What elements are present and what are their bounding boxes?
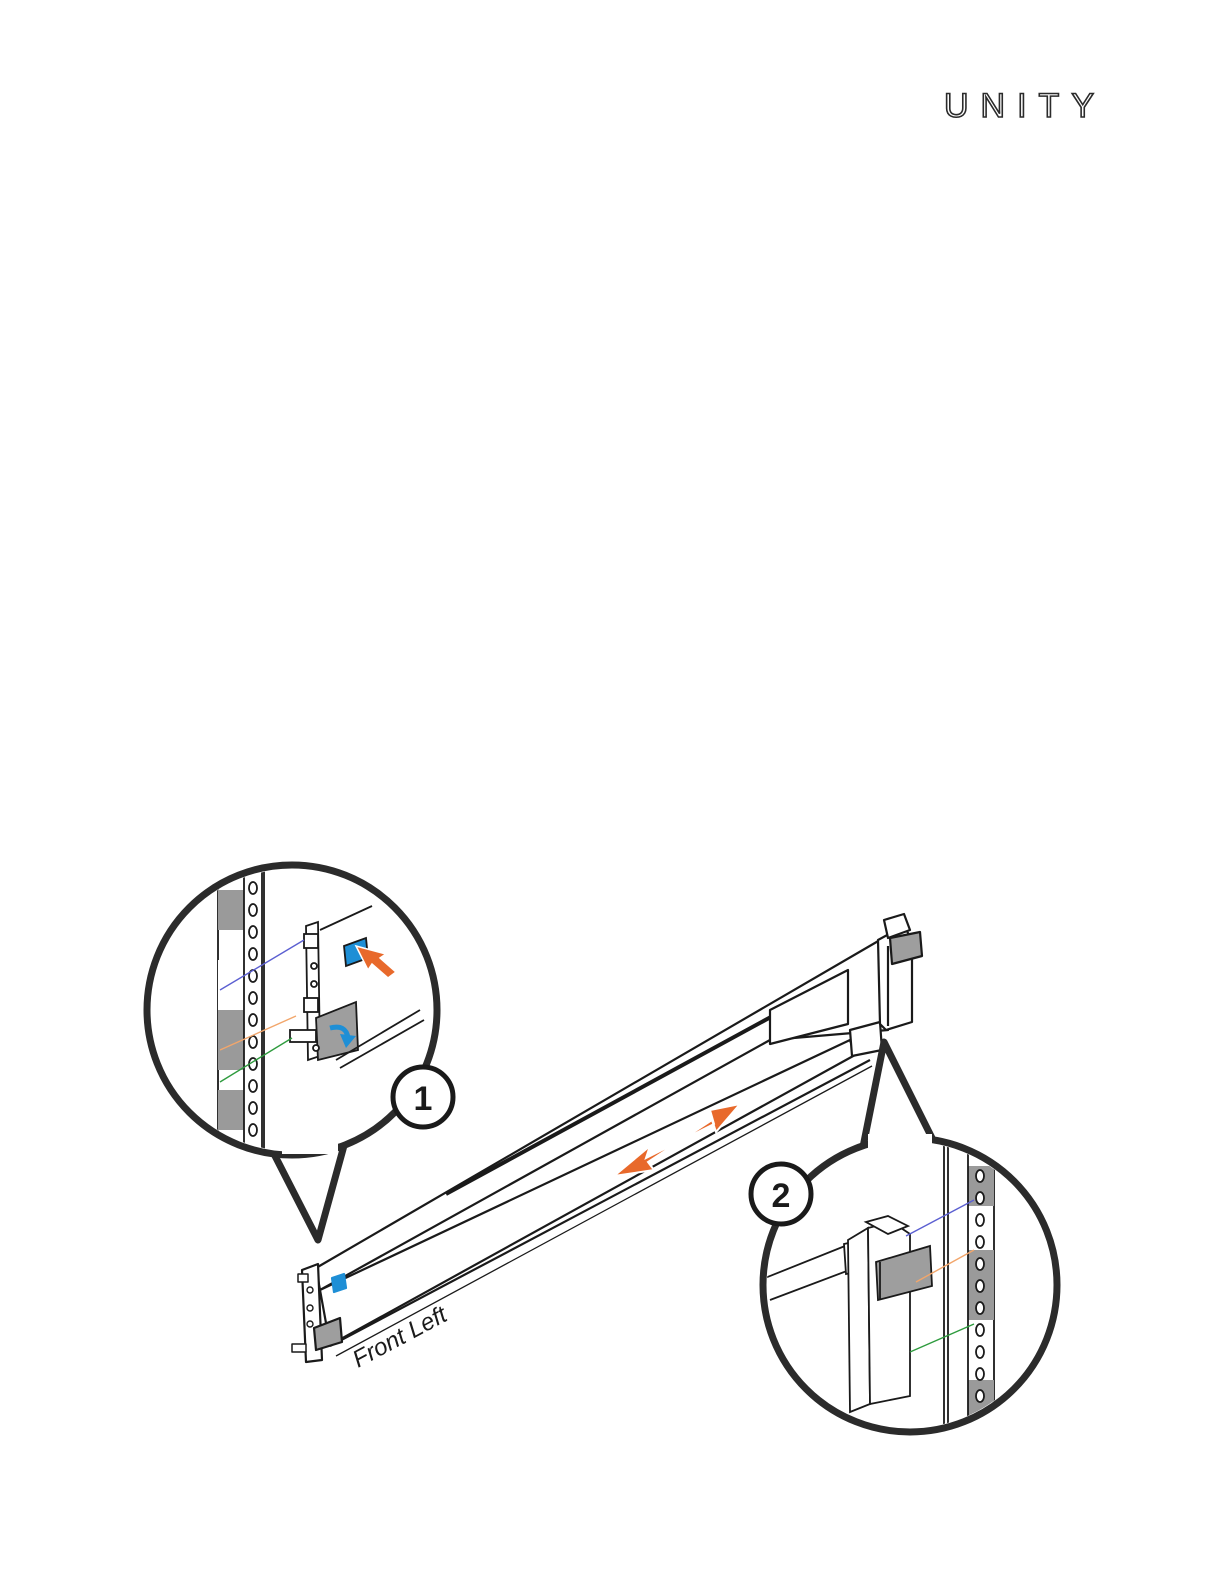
callout-1-badge: 1 [393,1067,453,1127]
callout-1-number: 1 [414,1080,433,1118]
callout-2-number: 2 [772,1177,791,1215]
callout-2-badge: 2 [751,1164,811,1224]
callout-magnifier-icon [147,865,437,1240]
callout-magnifier-icon [760,1042,1057,1432]
